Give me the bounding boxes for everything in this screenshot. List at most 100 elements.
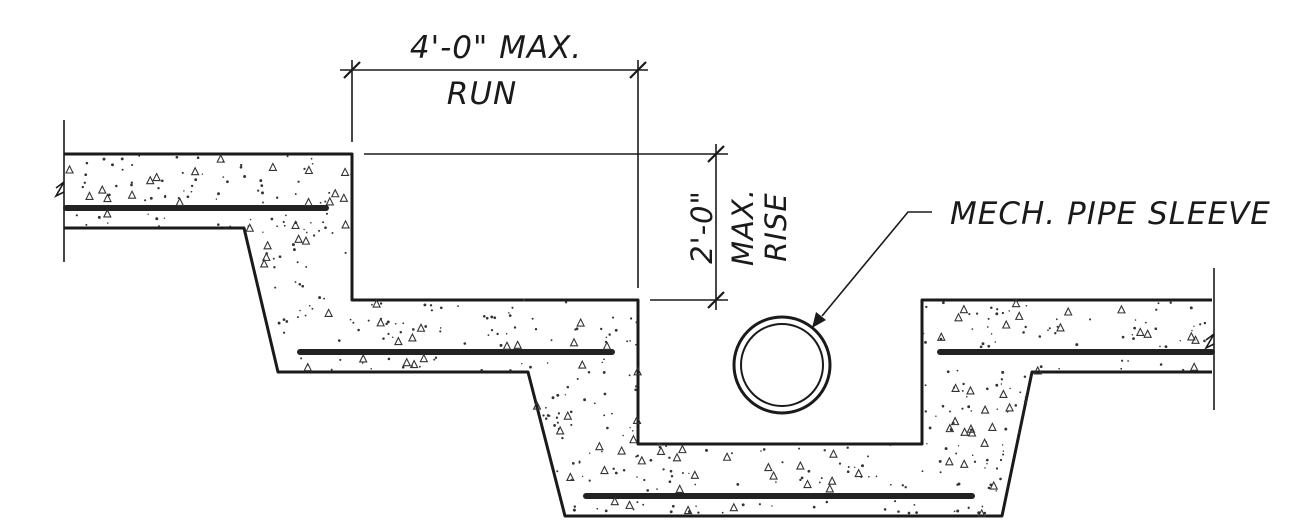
aggregate-mark (989, 480, 999, 490)
stipple-dot (1004, 427, 1008, 431)
stipple-dot (1144, 321, 1147, 324)
stipple-dot (490, 328, 494, 332)
stipple-dot (175, 155, 179, 159)
aggregate-mark (980, 404, 990, 414)
stipple-dot (668, 480, 672, 484)
aggregate-mark (1014, 311, 1024, 320)
stipple-dot (546, 362, 549, 364)
stipple-dot (995, 490, 997, 492)
aggregate-mark (103, 193, 112, 203)
stipple-dot (1000, 378, 1004, 381)
aggregate-mark (610, 496, 620, 506)
stipple-dot (760, 450, 762, 452)
stipple-dot (257, 189, 260, 192)
stipple-dot (1131, 333, 1134, 336)
stipple-dot (556, 421, 559, 424)
stipple-dot (324, 226, 327, 229)
stipple-dot (957, 482, 961, 486)
stipple-dot (457, 305, 459, 307)
stipple-dot (305, 231, 308, 234)
stipple-dot (1056, 325, 1059, 328)
stipple-dot (1203, 321, 1207, 325)
stipple-dot (550, 339, 553, 342)
aggregate-mark (1063, 306, 1073, 316)
stipple-dot (601, 361, 603, 364)
aggregate-mark (304, 165, 314, 175)
stipple-dot (485, 316, 489, 320)
stipple-dot (614, 328, 618, 332)
stipple-dot (942, 301, 945, 305)
stipple-dot (183, 190, 185, 192)
stipple-dot (85, 223, 88, 226)
break-line-left (53, 120, 65, 262)
stipple-dot (897, 510, 900, 513)
stipple-dot (646, 489, 650, 492)
stipple-dot (217, 192, 220, 196)
stipple-dot (1199, 323, 1202, 326)
stipple-dot (249, 218, 252, 221)
aggregate-mark (1056, 322, 1065, 332)
stipple-dot (860, 476, 863, 479)
aggregate-mark (980, 438, 990, 447)
stipple-dot (924, 410, 928, 413)
aggregate-mark (85, 191, 94, 200)
stipple-dot (240, 163, 243, 167)
stipple-dot (311, 163, 314, 165)
stipple-dot (636, 501, 639, 504)
stipple-dot (571, 462, 575, 465)
stipple-dot (386, 320, 390, 324)
aggregate-mark (291, 220, 300, 229)
stipple-dot (291, 243, 295, 247)
stipple-dot (328, 191, 331, 194)
stipple-dot (990, 333, 993, 335)
stipple-dot (278, 255, 282, 259)
stipple-dot (107, 222, 109, 224)
stipple-dot (612, 467, 615, 471)
stipple-dot (551, 396, 555, 400)
stipple-dot (949, 410, 951, 413)
stipple-dot (1189, 306, 1193, 310)
pipe-sleeve-outer (732, 315, 832, 415)
stipple-dot (971, 328, 974, 330)
stipple-dot (325, 212, 329, 215)
stipple-dot (339, 358, 342, 361)
aggregate-mark (987, 422, 997, 431)
stipple-dot (1008, 310, 1010, 312)
stipple-dot (190, 184, 194, 188)
stipple-dot (643, 478, 646, 482)
aggregate-mark (966, 385, 975, 395)
stipple-dot (130, 181, 133, 184)
stipple-dot (107, 193, 111, 197)
aggregate-mark (633, 366, 643, 376)
stipple-dot (319, 201, 322, 204)
stipple-dot (196, 156, 200, 159)
stipple-dot (956, 509, 960, 513)
stipple-dot (262, 201, 264, 204)
stipple-dot (915, 511, 918, 514)
stipple-dot (1169, 301, 1172, 304)
footing-top-edge (64, 152, 1212, 446)
stipple-dot (608, 333, 611, 336)
aggregate-mark (416, 323, 426, 332)
aggregate-mark (245, 223, 255, 232)
stipple-dot (985, 387, 989, 391)
aggregate-mark (803, 479, 812, 489)
stipple-dot (603, 392, 607, 396)
stipple-dot (593, 402, 596, 405)
stipple-dot (215, 198, 218, 200)
stipple-dot (186, 195, 190, 199)
aggregate-mark (577, 359, 587, 369)
stipple-dot (967, 405, 971, 409)
stipple-dot (312, 234, 316, 237)
stipple-dot (1155, 308, 1158, 311)
rebar-group (63, 205, 1215, 499)
stipple-dot (418, 365, 421, 368)
stipple-dot (490, 315, 494, 319)
aggregate-mark (675, 484, 685, 493)
stipple-dot (294, 193, 297, 196)
stipple-dot (371, 303, 373, 306)
aggregate-mark (393, 336, 403, 346)
stipple-dot (144, 199, 147, 202)
stipple-dot (622, 468, 626, 472)
stipple-dot (996, 408, 999, 410)
